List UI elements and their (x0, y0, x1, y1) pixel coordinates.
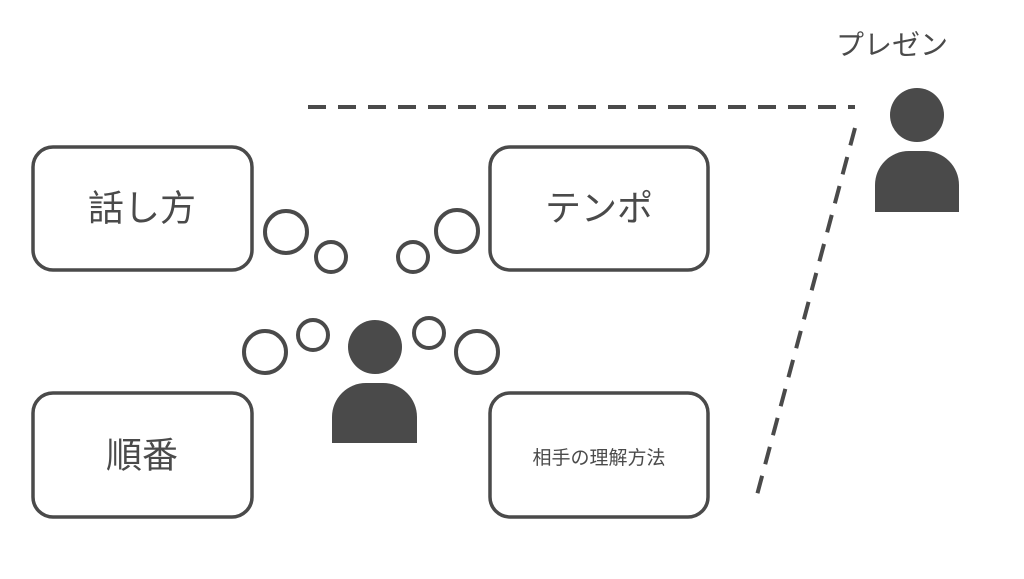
thought-bubble (242, 329, 288, 375)
presenter-label-group: プレゼン (836, 29, 948, 62)
box-speaking-style: 話し方 (31, 145, 254, 272)
box-label: 話し方 (88, 189, 196, 230)
thought-bubble (412, 316, 446, 350)
thought-bubble (263, 209, 309, 255)
thought-bubble (296, 318, 330, 352)
presenter-person-icon (875, 88, 959, 212)
box-understanding-method: 相手の理解方法 (488, 391, 710, 519)
thought-bubbles (242, 208, 500, 375)
thought-bubble (454, 329, 500, 375)
box-order: 順番 (31, 391, 254, 519)
box-tempo: テンポ (488, 145, 710, 272)
dashed-diagonal-line (755, 127, 857, 496)
thought-bubble (396, 240, 430, 274)
box-label: テンポ (545, 189, 653, 230)
box-label: 相手の理解方法 (532, 447, 665, 469)
thought-bubble (434, 208, 480, 254)
thought-bubble (314, 240, 348, 274)
box-label: 順番 (106, 436, 178, 477)
presenter-label: プレゼン (836, 29, 948, 62)
thinking-person-icon (332, 320, 417, 443)
